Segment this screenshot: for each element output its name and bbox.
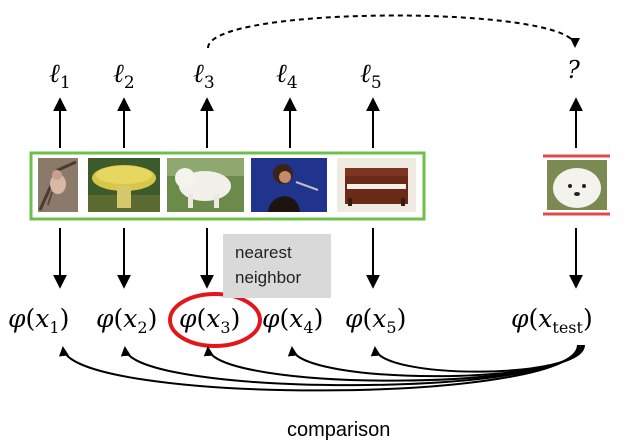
comparison-curve-1 [59, 344, 579, 392]
query-image-white-dog [543, 154, 610, 216]
support-image-piano [337, 158, 416, 212]
nearest-neighbor-line2: neighbor [235, 268, 302, 287]
embedding-4: φ(x4) [262, 304, 323, 337]
comparison-curves [59, 344, 585, 392]
support-image-singer [251, 158, 327, 212]
embedding-1-x: x [35, 304, 49, 333]
label-l3: ℓ3 [193, 59, 215, 93]
label-l4: ℓ4 [276, 59, 298, 93]
embedding-5: φ(x5) [345, 304, 406, 337]
support-image-white-dog [167, 158, 244, 212]
embedding-3: φ(x3) [179, 304, 240, 337]
label-l5: ℓ5 [360, 59, 382, 93]
comparison-label: comparison [287, 419, 390, 441]
label-l2: ℓ2 [113, 59, 135, 93]
embedding-test: φ(xtest) [511, 304, 593, 337]
support-image-mushroom [88, 158, 160, 212]
support-image-bird [38, 158, 78, 212]
nearest-neighbor-label: nearest neighbor [223, 234, 331, 298]
embedding-1: φ(x1) [8, 304, 69, 337]
comparison-curve-4 [287, 344, 584, 378]
embedding-2: φ(x2) [96, 304, 157, 337]
label-test-unknown: ? [567, 56, 580, 84]
dashed-transfer-arrow [207, 14, 580, 49]
nearest-neighbor-line1: nearest [235, 243, 292, 262]
nearest-neighbor-highlight [168, 292, 262, 348]
comparison-curve-5 [370, 344, 585, 373]
label-l1: ℓ1 [49, 59, 71, 93]
